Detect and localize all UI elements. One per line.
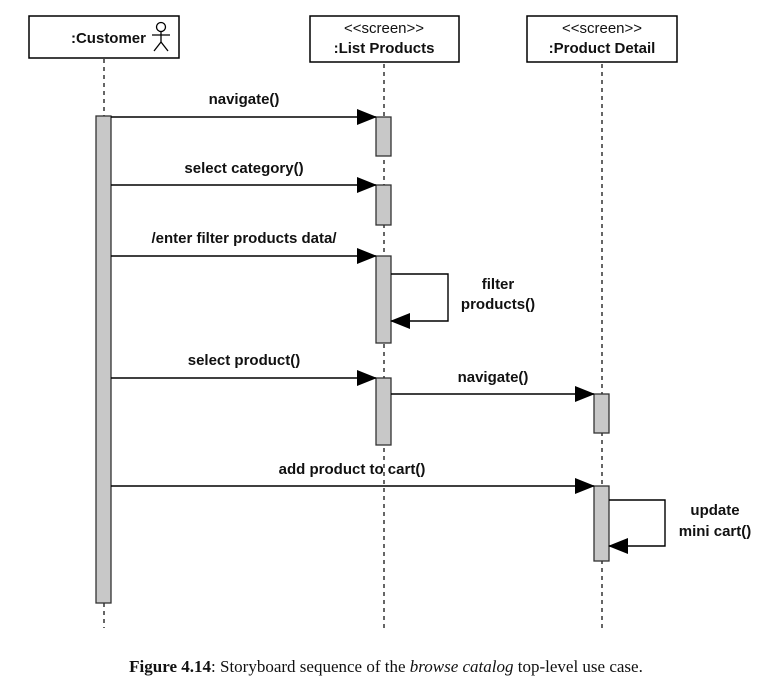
product-detail-title: :Product Detail [549,40,656,57]
list-products-stereotype: <<screen>> [344,20,424,37]
caption-emphasis: browse catalog [409,657,514,676]
message-label-select-category: select category() [184,160,303,177]
activation-list-2 [375,184,392,226]
self-message-filter-products [390,273,449,329]
lifeline-head-product-detail: <<screen>> :Product Detail [526,15,678,63]
sequence-diagram: :Customer <<screen>> :List Products <<sc… [28,15,752,628]
self-message-label-filter-line2: products() [461,296,535,313]
activation-list-4 [375,377,392,446]
self-message-label-update-line1: update [690,502,739,519]
message-label-select-product: select product() [188,352,301,369]
message-label-navigate: navigate() [209,91,280,108]
activation-customer [95,115,112,604]
lifeline-head-list-products: <<screen>> :List Products [309,15,460,63]
figure-caption: Figure 4.14: Storyboard sequence of the … [0,657,772,677]
self-message-label-update-line2: mini cart() [679,523,752,540]
lifeline-head-customer: :Customer [28,15,180,59]
caption-text-before: : Storyboard sequence of the [211,657,410,676]
message-label-enter-filter: /enter filter products data/ [151,230,337,247]
figure-number: Figure 4.14 [129,657,212,676]
product-detail-stereotype: <<screen>> [562,20,642,37]
self-message-label-filter-line1: filter [482,276,515,293]
self-message-update-mini-cart [608,499,666,554]
caption-text-after: top-level use case. [513,657,643,676]
activation-list-3 [375,255,392,344]
message-label-add-to-cart: add product to cart() [279,461,426,478]
list-products-title: :List Products [334,40,435,57]
activation-list-1 [375,116,392,157]
actor-icon [152,21,170,52]
activation-detail-1 [593,393,610,434]
message-label-navigate-detail: navigate() [458,369,529,386]
activation-detail-2 [593,485,610,562]
customer-title: :Customer [71,30,146,47]
